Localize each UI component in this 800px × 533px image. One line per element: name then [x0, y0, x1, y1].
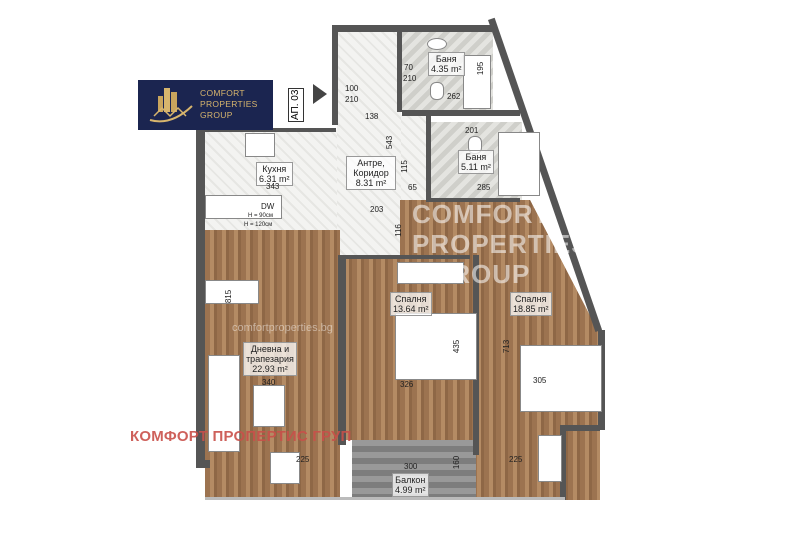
room-area: 8.31 m² — [355, 178, 387, 188]
wall — [560, 425, 566, 500]
dimension: 70 — [404, 63, 413, 72]
room-area: 6.31 m² — [259, 174, 290, 184]
wall — [332, 25, 492, 32]
room-name: Баня — [435, 54, 457, 64]
dimension: 100 — [345, 84, 359, 93]
wall — [196, 460, 210, 468]
room-area: 4.35 m² — [431, 64, 462, 74]
dimension: 343 — [266, 182, 280, 191]
room-area: 13.64 m² — [393, 304, 429, 314]
desk — [538, 435, 562, 482]
room-name: Спалня — [395, 294, 427, 304]
sink1 — [427, 38, 447, 50]
dimension: 285 — [477, 183, 491, 192]
outer-sill — [205, 497, 565, 500]
dimension: 326 — [400, 380, 414, 389]
dimension: 116 — [393, 224, 403, 237]
room-area: 22.93 m² — [252, 364, 288, 374]
room-area: 5.11 m² — [461, 162, 491, 172]
watermark-line1: COMFORT — [412, 199, 551, 229]
dimension: 713 — [502, 339, 512, 354]
balcony-floor — [352, 440, 476, 500]
dimension: 543 — [385, 135, 395, 150]
entrance-arrow-icon — [313, 84, 327, 104]
bed1 — [395, 313, 477, 380]
dimension: 210 — [345, 95, 359, 104]
wall — [196, 128, 336, 132]
kitchen-counter — [205, 195, 282, 219]
bed2 — [520, 345, 602, 412]
logo-line1: COMFORT — [200, 88, 245, 98]
dimension: 300 — [404, 462, 418, 471]
dimension: 160 — [452, 455, 462, 470]
bathtub2 — [498, 132, 540, 196]
dimension: 340 — [262, 378, 276, 387]
room-name: Кухня — [262, 164, 287, 174]
room-name: Баня — [465, 152, 487, 162]
dimension: 262 — [447, 92, 461, 101]
wall — [332, 25, 338, 125]
room-name: Спалня — [515, 294, 547, 304]
coffee-table — [253, 385, 285, 427]
buildings-logo-icon — [149, 88, 193, 123]
watermark-url: comfortproperties.bg — [232, 322, 333, 334]
dimension: 65 — [408, 183, 417, 192]
bathtub1 — [463, 55, 491, 109]
wall — [340, 255, 470, 259]
red-watermark: КОМФОРТ ПРОПЕРТИС ГРУП — [130, 428, 352, 445]
wall — [426, 116, 431, 202]
toilet1 — [430, 82, 444, 100]
unit-label: АП. 03 — [288, 87, 304, 122]
dimension: 201 — [465, 126, 479, 135]
wall — [338, 255, 346, 445]
bedroom1-floor — [340, 257, 480, 440]
wardrobe1 — [397, 262, 464, 284]
wall — [402, 110, 520, 116]
kitchen-note-dw: DW — [261, 202, 275, 211]
room-area: 18.85 m² — [513, 304, 549, 314]
dimension: 195 — [476, 61, 486, 76]
dimension: 225 — [509, 455, 523, 464]
watermark-line3: GROUP — [430, 259, 531, 289]
dimension: 203 — [370, 205, 384, 214]
logo-line2: PROPERTIES — [200, 99, 258, 109]
kitchen-note-h1: H = 90см — [248, 213, 273, 219]
corridor-floor — [337, 32, 401, 257]
wall — [560, 425, 600, 431]
dimension: 225 — [296, 455, 310, 464]
room-name: Балкон — [395, 475, 426, 485]
room-name: Дневна и трапезария — [246, 344, 294, 364]
company-logo: COMFORT PROPERTIES GROUP — [138, 80, 273, 130]
kitchen-note-h2: H = 120см — [244, 222, 273, 228]
room-area: 4.99 m² — [395, 485, 426, 495]
watermark-line2: PROPERTIES — [412, 229, 590, 259]
dimension: 435 — [452, 339, 462, 354]
dimension: 305 — [533, 376, 547, 385]
wall — [397, 32, 402, 112]
stove — [245, 133, 275, 157]
wall — [196, 128, 205, 468]
dimension: 210 — [403, 74, 417, 83]
logo-line3: GROUP — [200, 110, 233, 120]
sofa — [208, 355, 240, 452]
room-name: Антре, Коридор — [353, 158, 389, 178]
dimension: 815 — [224, 289, 234, 304]
armchair — [270, 452, 300, 484]
dimension: 115 — [399, 160, 409, 173]
wall — [430, 198, 520, 202]
dining-table — [205, 280, 259, 304]
dimension: 138 — [365, 112, 379, 121]
